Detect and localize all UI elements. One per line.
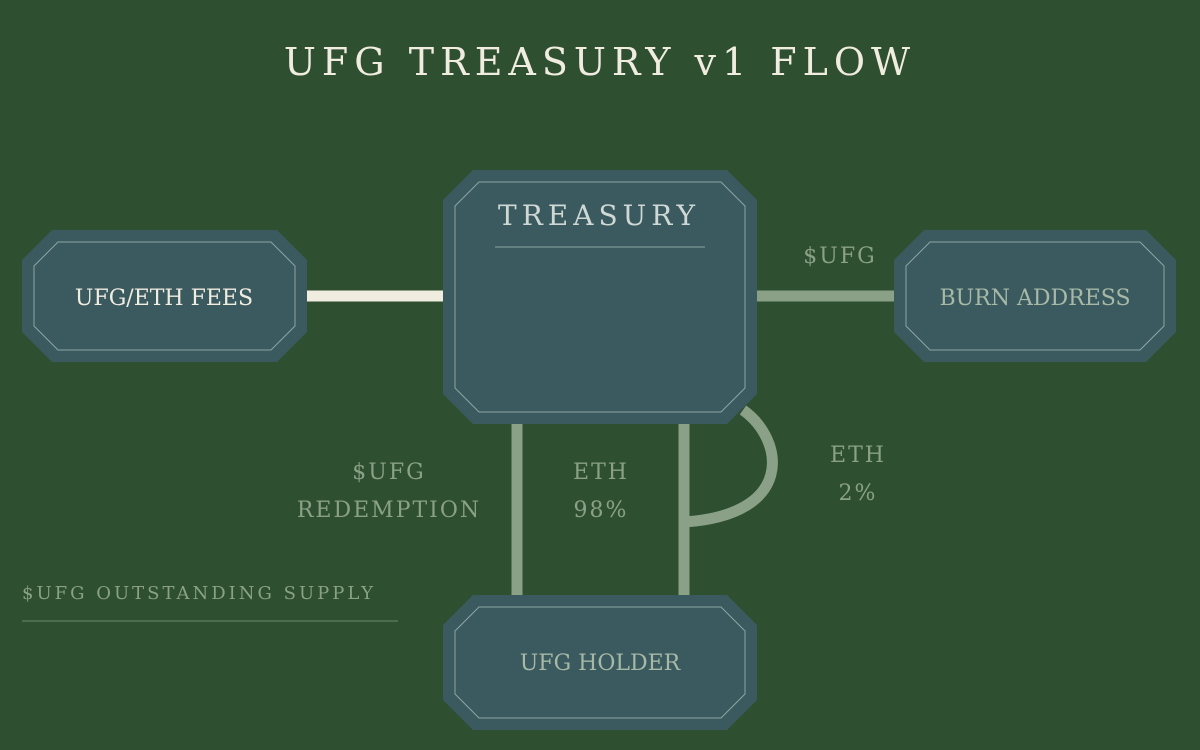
eth-98-label-line2: 98%	[574, 498, 629, 523]
eth-2-label-line2: 2%	[839, 481, 878, 506]
redemption-label-line2: REDEMPTION	[297, 498, 481, 523]
eth-2-connector	[683, 405, 778, 528]
eth-2-label-line1: ETH	[830, 443, 886, 468]
ufg-holder-node[interactable]: UFG HOLDER	[443, 595, 757, 730]
page-title: UFG TREASURY v1 FLOW	[283, 40, 917, 84]
burn-address-node-label: BURN ADDRESS	[939, 286, 1130, 311]
fees-node-label: UFG/ETH FEES	[75, 286, 253, 311]
supply-label: $UFG OUTSTANDING SUPPLY	[22, 583, 376, 604]
treasury-node[interactable]: TREASURY	[443, 170, 757, 424]
eth-98-label-line1: ETH	[573, 460, 629, 485]
fees-node[interactable]: UFG/ETH FEES	[22, 230, 307, 362]
burn-edge-label: $UFG	[803, 244, 876, 269]
redemption-label-line1: $UFG	[352, 460, 425, 485]
treasury-node-label: TREASURY	[498, 199, 700, 232]
burn-address-node[interactable]: BURN ADDRESS	[894, 230, 1176, 362]
ufg-holder-node-label: UFG HOLDER	[520, 651, 682, 676]
